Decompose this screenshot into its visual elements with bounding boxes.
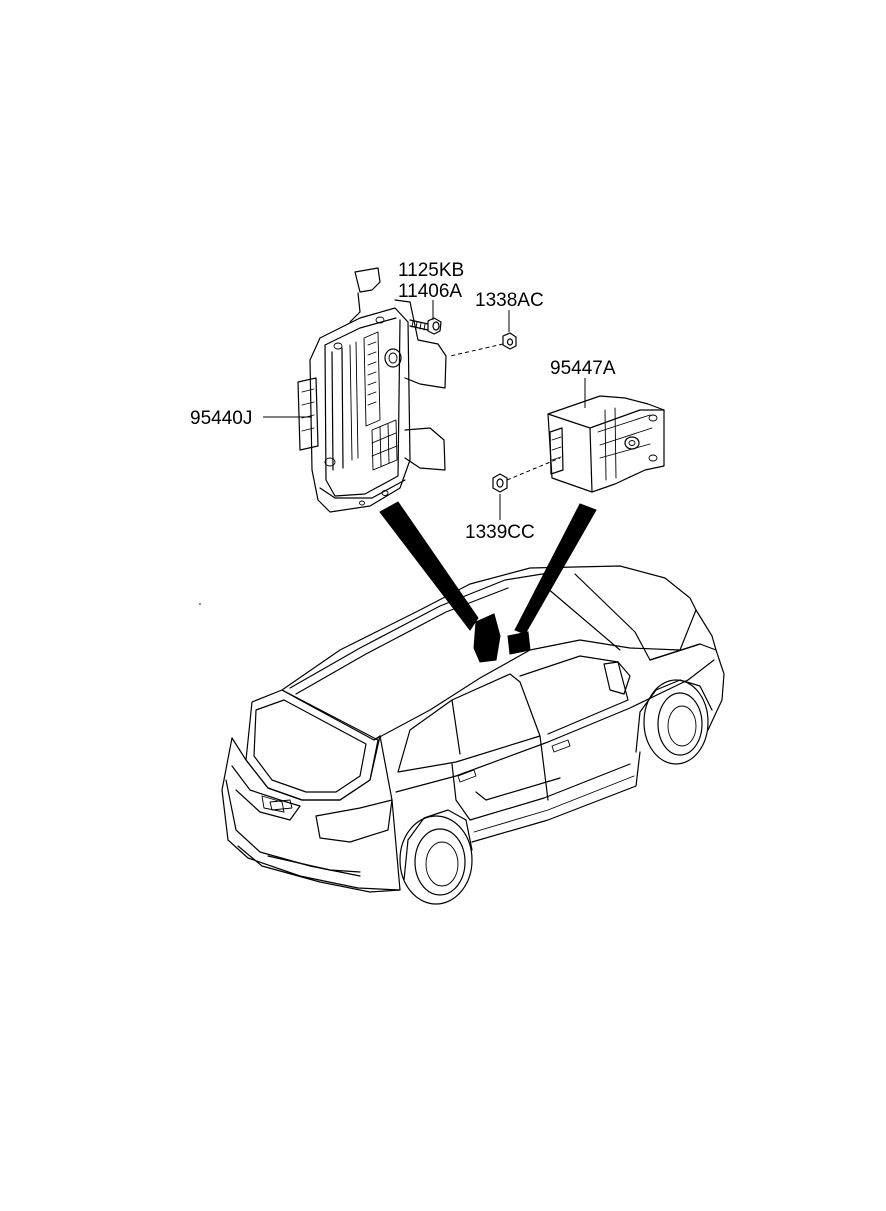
stray-mark (199, 603, 201, 605)
module-95447a (547, 395, 665, 493)
nut-1338ac (449, 332, 517, 357)
bolt-part (409, 317, 442, 335)
nut-1339cc (492, 457, 561, 493)
leader-lines (263, 300, 586, 520)
label-1338ac: 1338AC (475, 290, 544, 311)
label-11406a: 11406A (398, 281, 462, 302)
label-95447a: 95447A (550, 358, 616, 379)
vehicle-illustration (221, 565, 725, 905)
label-1125kb: 1125KB (398, 260, 464, 281)
location-callouts (379, 501, 597, 663)
module-95440j (297, 267, 447, 513)
label-95440j: 95440J (190, 408, 252, 429)
label-1339cc: 1339CC (465, 522, 535, 543)
